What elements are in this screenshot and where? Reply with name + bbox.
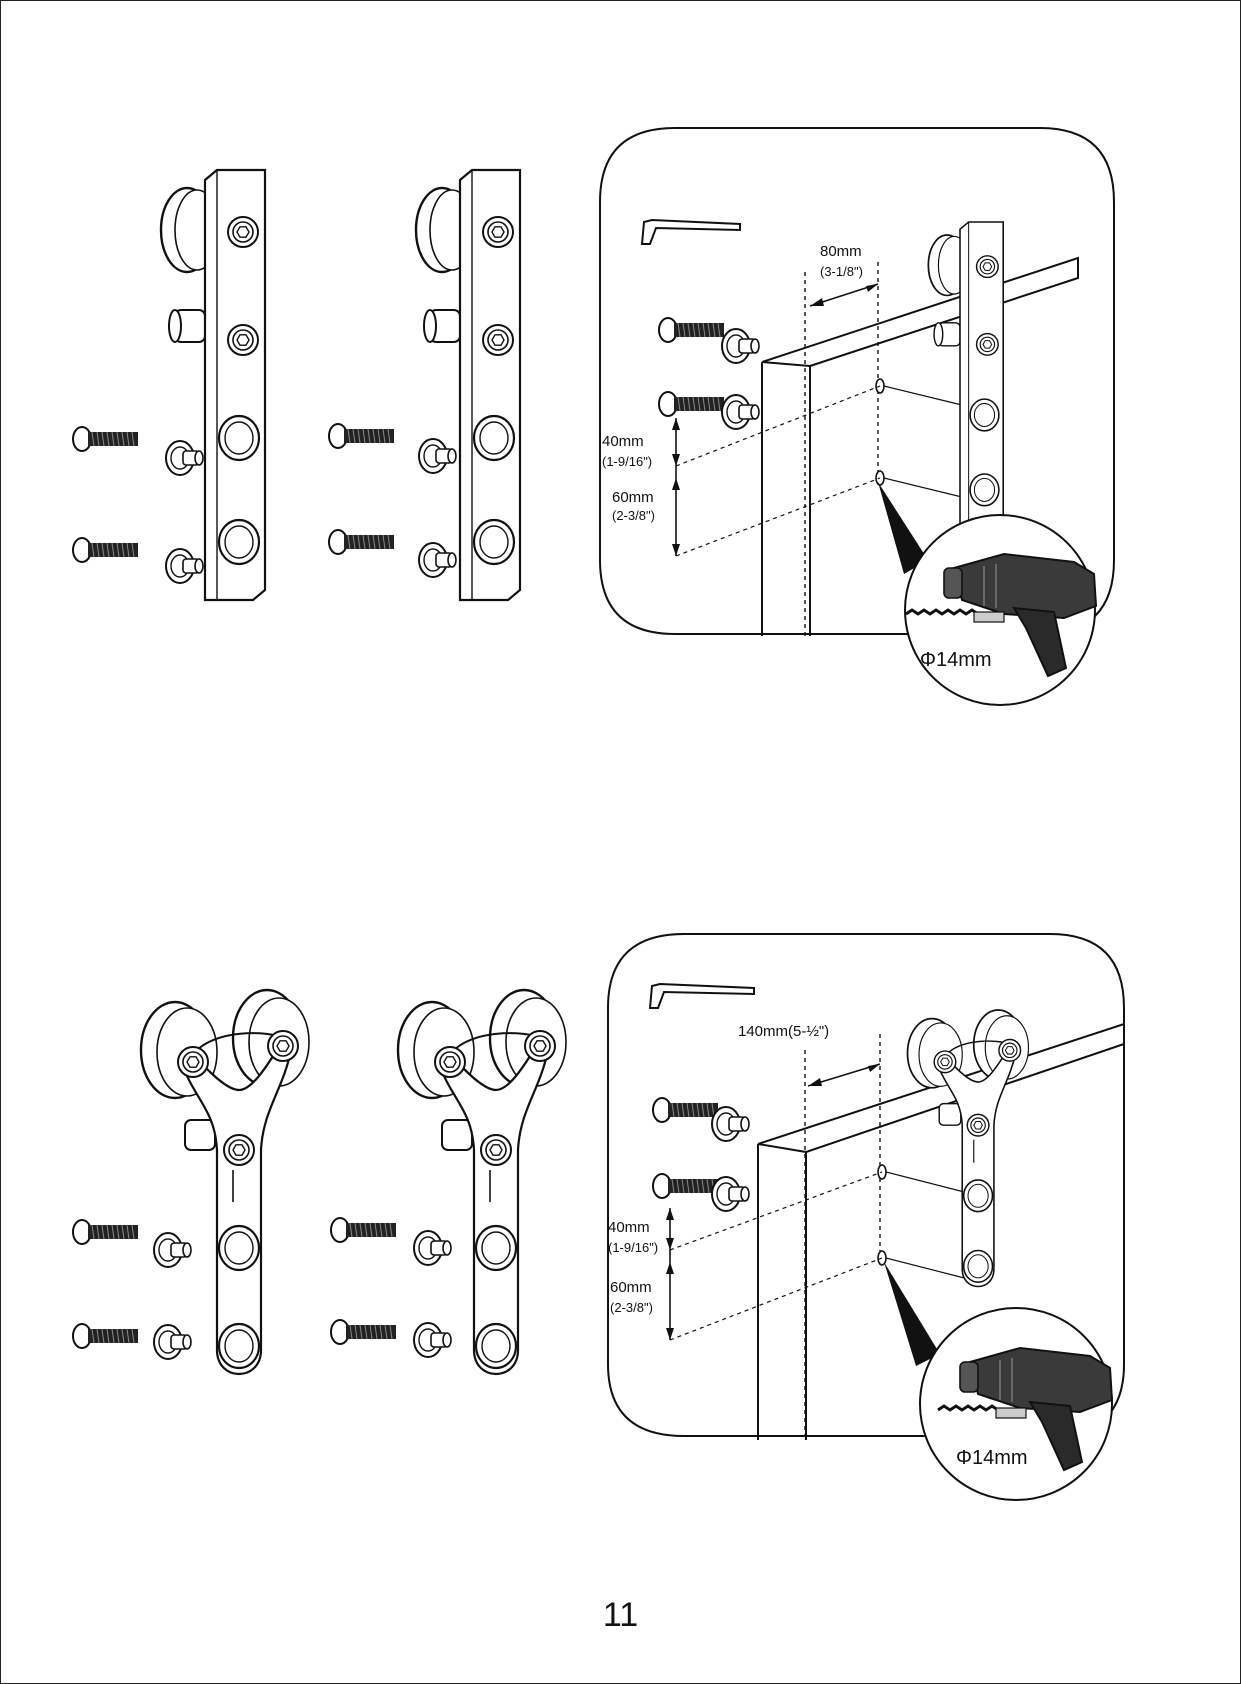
dim-60mm-inch-label: (2-3/8") (610, 1300, 653, 1315)
bolt-icon (328, 423, 395, 449)
spacer-icon (413, 1230, 452, 1266)
drill-bit-icon (905, 608, 1005, 623)
bolt-icon (72, 1323, 139, 1349)
flat-hanger-left (161, 170, 265, 600)
bolt-icon (72, 1219, 139, 1245)
hex-key-icon (648, 982, 755, 1009)
bolt-icon (72, 426, 139, 452)
dim-60mm-label: 60mm (610, 1279, 652, 1296)
bolt-icon (328, 529, 395, 555)
dim-140mm-label: 140mm(5-½") (738, 1023, 829, 1040)
hex-key-icon (640, 218, 741, 245)
bolt-icon (72, 537, 139, 563)
dim-40mm-label: 40mm (608, 1219, 650, 1236)
dim-80mm-label: 80mm (820, 243, 862, 260)
spacer-icon (153, 1232, 192, 1268)
bolt-icon (330, 1217, 397, 1243)
y-hanger-right (398, 990, 566, 1374)
dim-80mm-inch-label: (3-1/8") (820, 264, 863, 279)
drill-bit-icon (937, 1404, 1027, 1419)
drill-size-label: Φ14mm (920, 649, 992, 671)
dim-40mm-inch-label: (1-9/16") (608, 1240, 658, 1255)
callout-pointer (878, 482, 928, 574)
flat-hanger-right (416, 170, 520, 600)
dim-60mm-label: 60mm (612, 489, 654, 506)
dim-60mm-inch-label: (2-3/8") (612, 508, 655, 523)
spacer-icon (153, 1324, 192, 1360)
bolt-icon (330, 1319, 397, 1345)
spacer-icon (418, 438, 457, 474)
spacer-icon (418, 542, 457, 578)
page-number: 11 (602, 1596, 639, 1634)
top-install-panel: 80mm (3-1/8") 40mm (1-9/16") 60mm (2-3/8… (599, 127, 1115, 706)
spacer-icon (165, 440, 204, 476)
spacer-icon (165, 548, 204, 584)
dim-40mm-inch-label: (1-9/16") (602, 454, 652, 469)
spacer-icon (413, 1322, 452, 1358)
y-hanger-left (141, 990, 309, 1374)
callout-pointer (884, 1262, 940, 1366)
dim-40mm-label: 40mm (602, 433, 644, 450)
bottom-install-panel: 140mm(5-½") 40mm (1-9/16") 60mm (2-3/8") (607, 933, 1125, 1501)
drill-size-label: Φ14mm (956, 1447, 1028, 1469)
